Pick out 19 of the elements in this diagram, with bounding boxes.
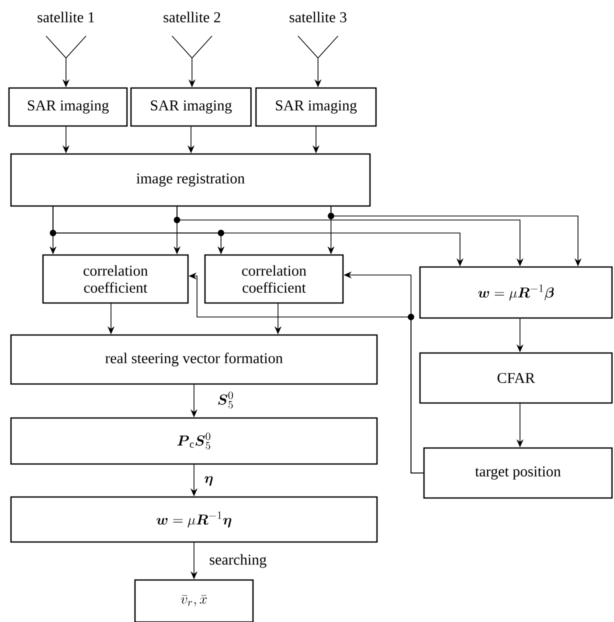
satellite-label: satellite 2 <box>164 12 220 22</box>
process-box: SAR imaging <box>130 87 252 127</box>
process-box: image registration <box>10 153 371 207</box>
edge-label: $\boldsymbol{S}_5^0$ <box>218 392 233 408</box>
process-box: target position <box>423 447 613 499</box>
formula-box: $\bar{v}_r, \bar{x}$ <box>134 579 254 622</box>
process-box: correlation coefficient <box>42 254 189 304</box>
process-box: SAR imaging <box>8 87 128 127</box>
satellite-label: satellite 3 <box>290 12 346 22</box>
process-box: real steering vector formation <box>10 334 378 385</box>
process-box: correlation coefficient <box>204 254 344 304</box>
formula-box: $\boldsymbol{P}_{\mathrm{c}}\boldsymbol{S}_5^0$ <box>10 417 378 465</box>
formula-box: $\boldsymbol{w} = \mu\boldsymbol{R}^{-1}\boldsymbol{\beta}$ <box>419 266 613 319</box>
edge-label: $\boldsymbol{\eta}$ <box>204 476 213 486</box>
satellite-label: satellite 1 <box>38 12 94 22</box>
process-box: SAR imaging <box>255 87 377 127</box>
edge-label: searching <box>210 554 266 568</box>
formula-box: $\boldsymbol{w} = \mu\boldsymbol{R}^{-1}\boldsymbol{\eta}$ <box>10 496 378 543</box>
process-box: CFAR <box>419 352 613 404</box>
